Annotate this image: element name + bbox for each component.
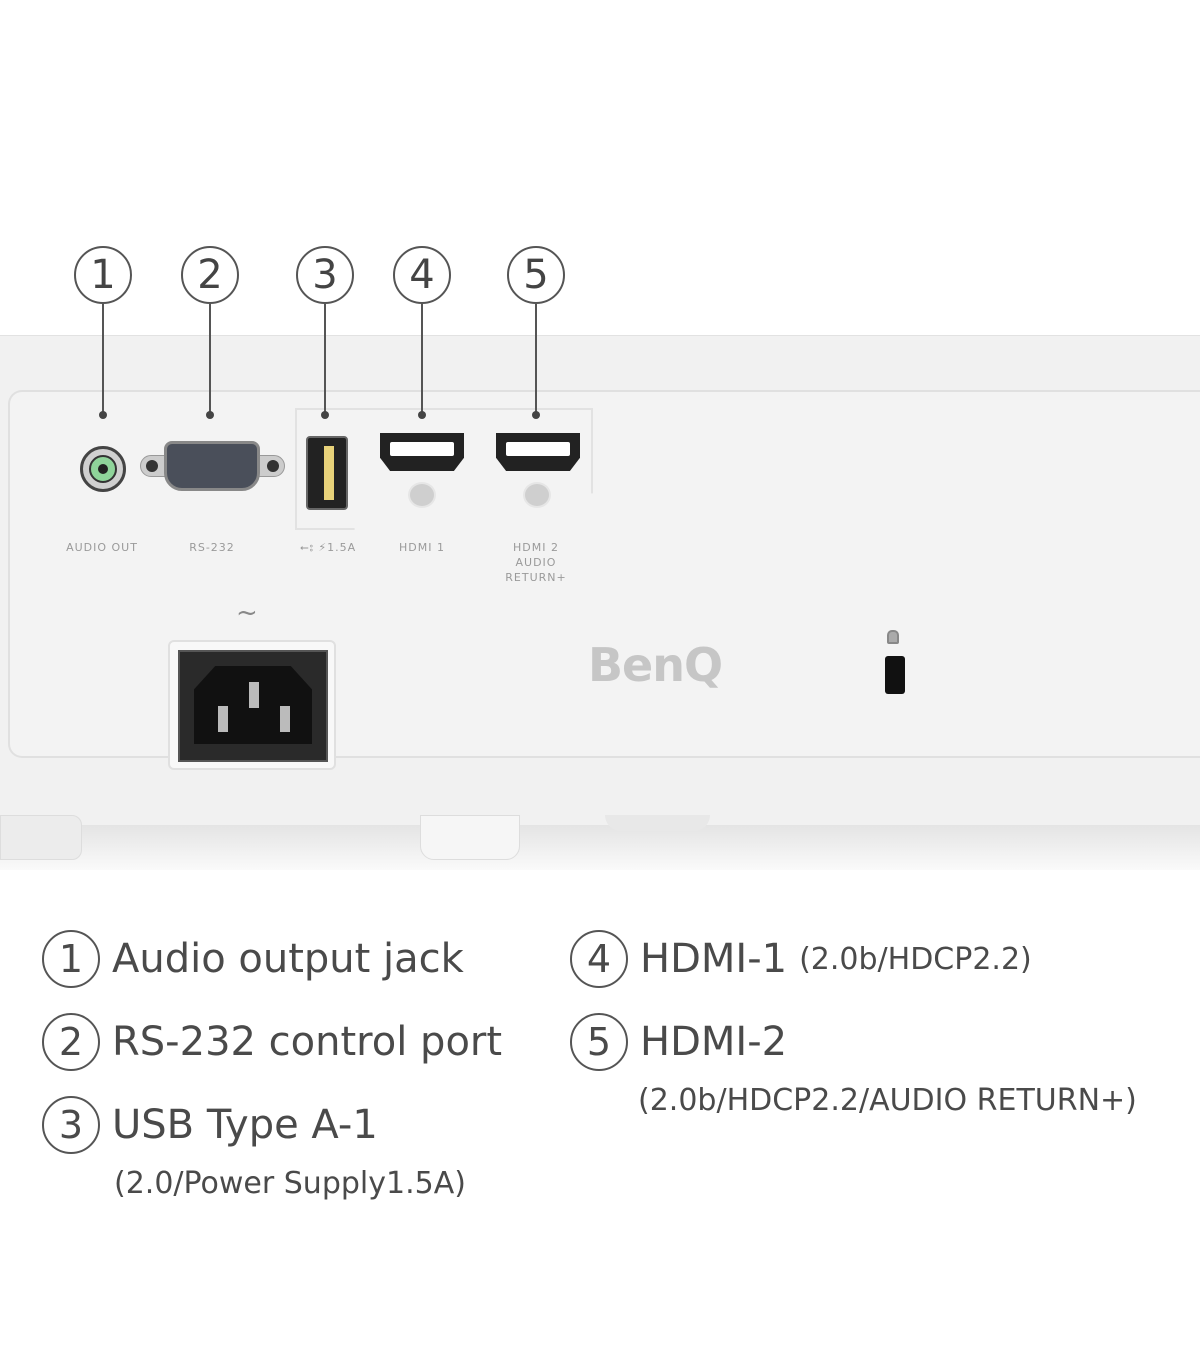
leader-line-4 [421, 304, 423, 414]
lock-icon [887, 630, 899, 644]
callout-5: 5 [507, 246, 565, 304]
brand-logo: BenQ [588, 638, 723, 692]
label-hdmi1: HDMI 1 [399, 541, 445, 554]
legend-detail-5: (2.0b/HDCP2.2/AUDIO RETURN+) [638, 1083, 1137, 1118]
foot-left [0, 815, 82, 860]
legend-number: 5 [570, 1013, 628, 1071]
leader-dot [206, 411, 214, 419]
legend-item-4: 4 HDMI-1 (2.0b/HDCP2.2) [570, 930, 1032, 988]
audio-jack-icon [80, 446, 126, 492]
usb-current: 1.5A [327, 541, 357, 554]
legend-title: USB Type A-1 [112, 1102, 378, 1148]
legend-title: HDMI-1 [640, 936, 788, 982]
leader-line-5 [535, 304, 537, 414]
rs232-port-icon [140, 441, 285, 491]
legend-item-1: 1 Audio output jack [42, 930, 464, 988]
legend-item-2: 2 RS-232 control port [42, 1013, 502, 1071]
legend-number: 2 [42, 1013, 100, 1071]
hdmi2-port-icon [496, 433, 580, 471]
legend-title: Audio output jack [112, 936, 464, 982]
label-rs232: RS-232 [189, 541, 235, 554]
legend-detail-4: (2.0b/HDCP2.2) [799, 941, 1032, 977]
leader-dot [321, 411, 329, 419]
leader-dot [418, 411, 426, 419]
leader-dot [532, 411, 540, 419]
legend-item-3: 3 USB Type A-1 [42, 1096, 378, 1154]
leader-line-2 [209, 304, 211, 414]
legend-number: 3 [42, 1096, 100, 1154]
legend-title: HDMI-2 [640, 1019, 788, 1065]
callout-2: 2 [181, 246, 239, 304]
label-hdmi2-line3: RETURN+ [505, 571, 567, 584]
label-hdmi2: HDMI 2 AUDIO RETURN+ [490, 540, 582, 585]
legend-number: 4 [570, 930, 628, 988]
foot-right [605, 815, 710, 831]
legend-number: 1 [42, 930, 100, 988]
kensington-slot [885, 656, 905, 694]
label-hdmi2-line2: AUDIO [515, 556, 557, 569]
legend-item-5: 5 HDMI-2 [570, 1013, 787, 1071]
projector-shadow [0, 825, 1200, 870]
screw-icon [523, 482, 551, 508]
legend-detail-3: (2.0/Power Supply1.5A) [114, 1166, 466, 1201]
callout-1: 1 [74, 246, 132, 304]
foot-center [420, 815, 520, 860]
label-hdmi2-line1: HDMI 2 [513, 541, 559, 554]
usb-port-icon [306, 436, 348, 510]
label-usb: ⭠⦂ ⚡1.5A [283, 540, 373, 555]
leader-line-1 [102, 304, 104, 414]
ac-symbol: ~ [236, 598, 258, 628]
screw-icon [408, 482, 436, 508]
hdmi1-port-icon [380, 433, 464, 471]
leader-line-3 [324, 304, 326, 414]
callout-3: 3 [296, 246, 354, 304]
usb-icon: ⭠⦂ ⚡ [299, 541, 328, 554]
callout-4: 4 [393, 246, 451, 304]
label-audio-out: AUDIO OUT [66, 541, 138, 554]
power-inlet-icon [168, 640, 336, 770]
leader-dot [99, 411, 107, 419]
legend-title: RS-232 control port [112, 1019, 503, 1065]
